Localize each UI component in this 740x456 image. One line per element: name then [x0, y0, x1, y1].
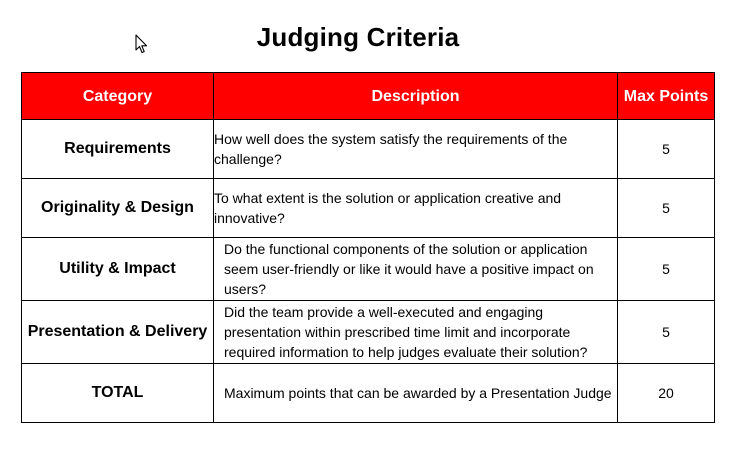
category-cell: Originality & Design — [21, 178, 214, 238]
table-row: TOTAL Maximum points that can be awarded… — [21, 363, 715, 423]
points-cell: 5 — [617, 237, 715, 301]
column-header-description: Description — [213, 72, 618, 120]
description-cell: Do the functional components of the solu… — [213, 237, 618, 301]
points-cell: 20 — [617, 363, 715, 423]
category-cell: TOTAL — [21, 363, 214, 423]
category-cell: Presentation & Delivery — [21, 300, 214, 364]
description-cell: How well does the system satisfy the req… — [213, 119, 618, 179]
column-header-category: Category — [21, 72, 214, 120]
mouse-pointer-icon — [135, 34, 148, 54]
description-cell: Did the team provide a well-executed and… — [213, 300, 618, 364]
description-cell: To what extent is the solution or applic… — [213, 178, 618, 238]
points-cell: 5 — [617, 119, 715, 179]
page-title: Judging Criteria — [256, 22, 460, 52]
table-row: Originality & Design To what extent is t… — [21, 178, 715, 238]
column-header-max-points: Max Points — [617, 72, 715, 120]
judging-criteria-table: Category Description Max Points Requirem… — [21, 72, 715, 423]
table-row: Utility & Impact Do the functional compo… — [21, 237, 715, 301]
table-row: Requirements How well does the system sa… — [21, 119, 715, 179]
table-row: Presentation & Delivery Did the team pro… — [21, 300, 715, 364]
table-header-row: Category Description Max Points — [21, 72, 715, 120]
category-cell: Utility & Impact — [21, 237, 214, 301]
category-cell: Requirements — [21, 119, 214, 179]
description-cell: Maximum points that can be awarded by a … — [213, 363, 618, 423]
points-cell: 5 — [617, 178, 715, 238]
points-cell: 5 — [617, 300, 715, 364]
